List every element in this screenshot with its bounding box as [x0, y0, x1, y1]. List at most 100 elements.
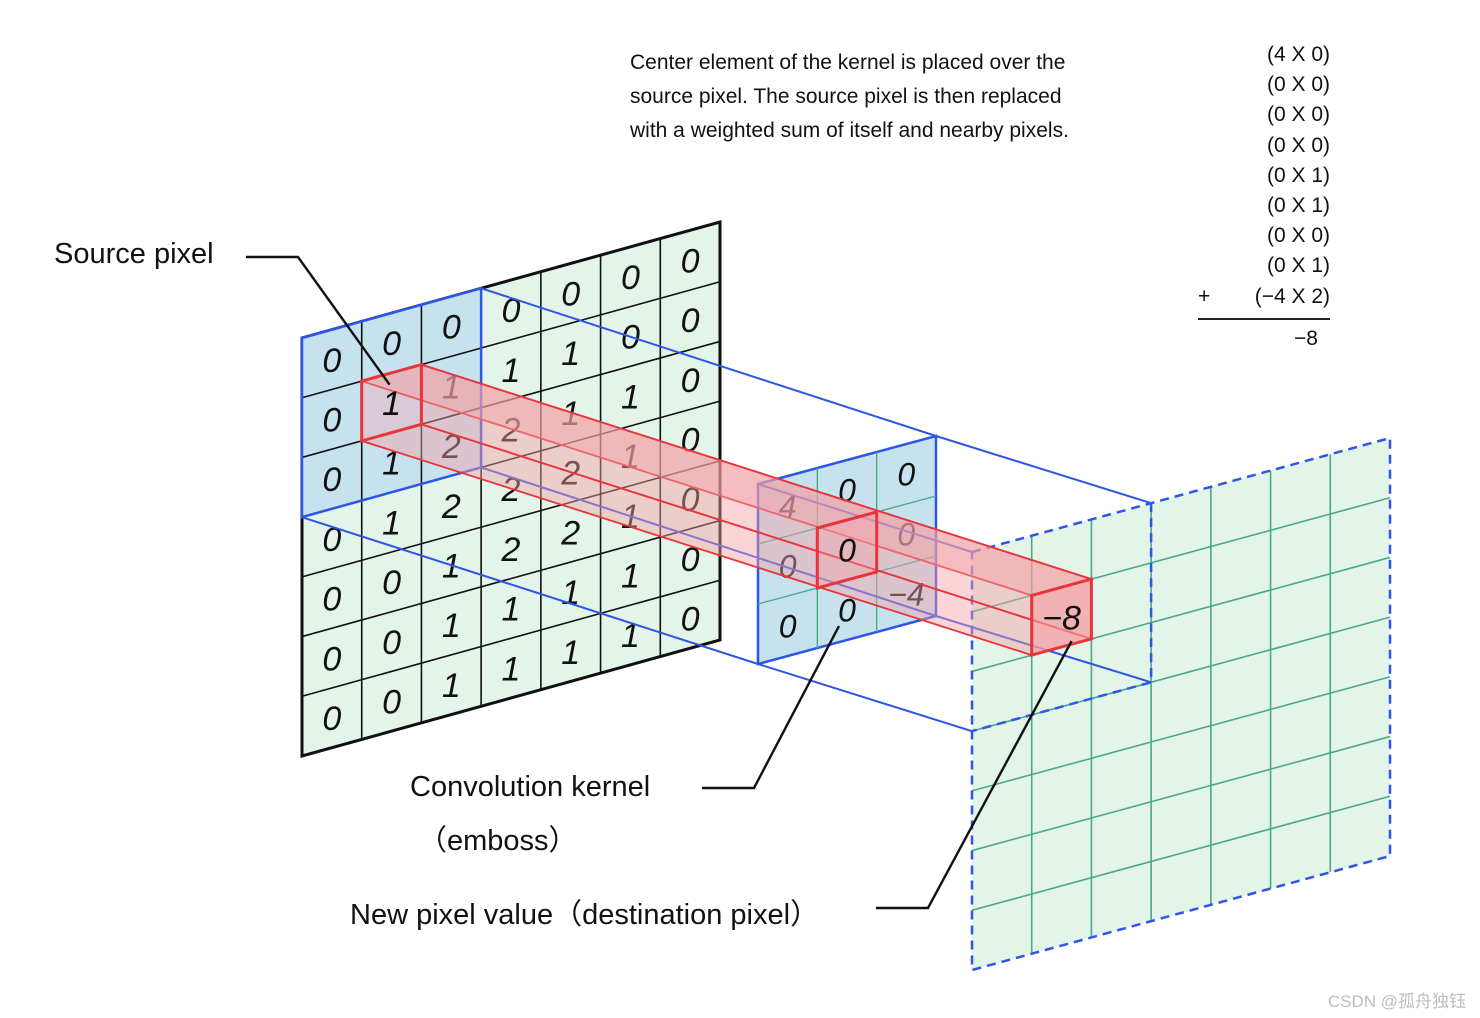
kernel-label: Convolution kernel — [410, 771, 651, 803]
source-cell-value: 1 — [561, 335, 580, 373]
source-cell-value: 2 — [501, 531, 521, 569]
source-cell-value: 0 — [382, 684, 401, 722]
calc-term-last: (−4 X 2) — [1254, 284, 1330, 308]
source-window-fill — [302, 288, 482, 518]
source-cell-value: 0 — [322, 700, 341, 738]
destination-grid-row-line — [971, 735, 1391, 852]
watermark: CSDN @孤舟独钰 — [1327, 992, 1466, 1011]
source-cell-value: 1 — [442, 548, 461, 586]
source-cell-value: 0 — [681, 362, 700, 400]
caption-line: with a weighted sum of itself and nearby… — [630, 119, 1069, 142]
source-cell-value: 0 — [681, 242, 700, 280]
source-cell-value: 0 — [561, 276, 580, 314]
projection-line — [480, 287, 937, 437]
source-grid-row-line — [301, 519, 721, 638]
source-cell-value: 0 — [322, 521, 341, 559]
destination-background — [972, 438, 1390, 970]
calc-result: −8 — [1294, 326, 1318, 350]
calc-term: (0 X 0) — [1266, 73, 1330, 97]
source-cell-value: 1 — [442, 607, 461, 645]
source-cell-value: 2 — [560, 514, 580, 552]
source-pixel-highlight — [360, 362, 423, 443]
source-cell-value: 1 — [442, 667, 461, 705]
destination-grid-row-line — [971, 676, 1391, 792]
destination-grid-row-line — [971, 795, 1391, 912]
source-cell-value: 0 — [322, 461, 341, 499]
calc-term: (0 X 1) — [1266, 163, 1330, 187]
source-cell-value: 1 — [382, 385, 401, 423]
source-cell-value: 0 — [322, 342, 341, 380]
source-cell-value: 1 — [621, 438, 640, 476]
kernel-cell-value: 0 — [779, 609, 797, 645]
calc-term: (0 X 1) — [1266, 194, 1330, 218]
source-cell-value: 0 — [382, 624, 401, 662]
source-cell-value: 2 — [441, 488, 461, 526]
source-cell-value: 0 — [382, 564, 401, 602]
kernel-cell-value: 0 — [838, 593, 856, 629]
leader-line — [246, 255, 391, 386]
highlight-beam: 1 0 −8 — [358, 362, 1095, 658]
calc-term: (0 X 1) — [1266, 254, 1330, 278]
kernel-centre-highlight — [815, 510, 879, 590]
source-cell-value: 0 — [322, 640, 341, 678]
source-cell-value: 0 — [681, 541, 700, 579]
source-cell-value: 0 — [502, 292, 521, 330]
calc-term: + (−4 X 2) — [1190, 282, 1330, 312]
source-cell-value: 0 — [382, 325, 401, 363]
source-cell-value: 1 — [502, 591, 521, 629]
source-cell-value: 2 — [560, 455, 580, 493]
source-cell-value: 1 — [502, 650, 521, 688]
weighted-sum-calculation: (4 X 0) (0 X 0) (0 X 0) (0 X 0) (0 X 1) … — [1190, 40, 1330, 354]
kernel-type-label: （emboss） — [418, 825, 578, 857]
projection-line — [935, 435, 1152, 505]
sum-rule — [1198, 317, 1330, 320]
destination-image-grid — [970, 436, 1392, 972]
projection-line — [480, 466, 937, 617]
destination-pixel-label: New pixel value（destination pixel） — [350, 899, 820, 931]
source-cell-value: 1 — [442, 368, 461, 406]
caption-line: source pixel. The source pixel is then r… — [630, 85, 1062, 108]
projection-line — [757, 663, 973, 733]
source-window-border — [300, 286, 483, 519]
source-cell-value: 2 — [501, 471, 521, 509]
kernel-centre-value: 0 — [838, 533, 856, 569]
source-grid-row-line — [301, 460, 721, 578]
projection-line — [757, 483, 973, 553]
source-cell-value: 1 — [561, 634, 580, 672]
kernel-cell-value: 0 — [897, 517, 915, 553]
leader-line — [876, 640, 1073, 910]
destination-border — [970, 436, 1392, 972]
destination-pixel-value: −8 — [1042, 599, 1081, 637]
calc-term: (0 X 0) — [1266, 103, 1330, 127]
source-cell-value: 1 — [502, 352, 521, 390]
projection-line — [301, 516, 759, 665]
kernel-cell-value: 0 — [897, 457, 915, 493]
source-cell-value: 0 — [442, 309, 461, 347]
source-cell-value: 2 — [441, 428, 461, 466]
leader-line — [702, 625, 841, 790]
source-cell-value: 0 — [621, 259, 640, 297]
source-cell-value: 0 — [681, 302, 700, 340]
caption-line: Center element of the kernel is placed o… — [630, 51, 1066, 74]
source-cell-value: 2 — [501, 412, 521, 450]
kernel-window-on-source — [300, 286, 483, 519]
plus-sign: + — [1198, 284, 1211, 308]
source-cell-value: 1 — [621, 617, 640, 655]
source-cell-value: 1 — [561, 395, 580, 433]
source-cell-value: 0 — [322, 402, 341, 440]
calc-term: (0 X 0) — [1266, 133, 1330, 157]
source-cell-value: 0 — [322, 581, 341, 619]
destination-pixel-highlight — [1030, 577, 1093, 658]
source-cell-value: 1 — [382, 504, 401, 542]
source-cell-value: 1 — [621, 378, 640, 416]
calc-term: (0 X 0) — [1266, 224, 1330, 248]
source-pixel-label: Source pixel — [54, 238, 214, 270]
source-cell-value: 1 — [382, 445, 401, 483]
source-grid-row-line — [301, 579, 721, 698]
source-cell-value: 0 — [681, 601, 700, 639]
source-pixel-value: 1 — [382, 385, 401, 423]
source-cell-value: 1 — [621, 558, 640, 596]
calc-term: (4 X 0) — [1266, 43, 1330, 66]
label-leader-lines — [246, 255, 1073, 910]
